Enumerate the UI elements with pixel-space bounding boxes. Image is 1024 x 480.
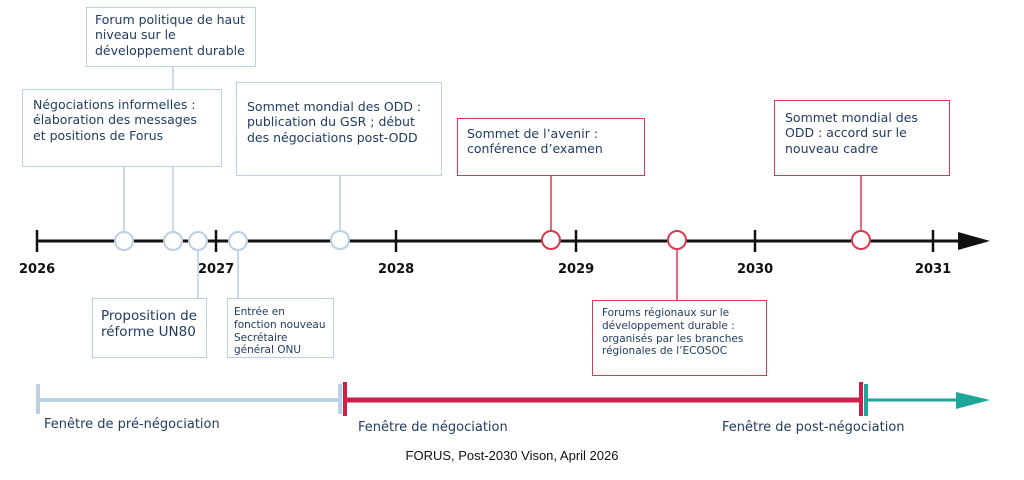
year-label-2031: 2031	[915, 262, 952, 277]
event-forums-regionaux-text: Forums régionaux sur le développement du…	[602, 307, 744, 358]
event-forum-politique-text: Forum politique de haut niveau sur le dé…	[95, 12, 246, 58]
marker-negociations-informelles	[114, 231, 134, 251]
event-markers	[114, 230, 871, 251]
year-label-2028: 2028	[378, 262, 415, 277]
connector-lines-red	[550, 176, 862, 300]
source-caption: FORUS, Post-2030 Vison, April 2026	[405, 448, 619, 463]
event-entree-fonction: Entrée en fonction nouveau Secrétaire gé…	[227, 298, 334, 358]
marker-secretaire-general	[228, 231, 248, 251]
marker-forum-politique	[163, 231, 183, 251]
event-sommet-odd-gsr-text: Sommet mondial des ODD : publication du …	[247, 99, 422, 145]
marker-un80	[188, 231, 208, 251]
marker-sommet-accord	[851, 230, 871, 250]
year-label-2029: 2029	[558, 262, 595, 277]
event-proposition-un80: Proposition de réforme UN80	[92, 298, 207, 358]
event-forum-politique: Forum politique de haut niveau sur le dé…	[86, 7, 256, 67]
marker-sommet-avenir	[541, 230, 561, 250]
phase-arrowhead-post	[956, 392, 990, 409]
event-entree-fonction-text: Entrée en fonction nouveau Secrétaire gé…	[234, 306, 326, 357]
year-label-2026: 2026	[19, 262, 56, 277]
event-sommet-odd-accord-text: Sommet mondial des ODD : accord sur le n…	[785, 110, 918, 156]
phase-label-pre-negociation: Fenêtre de pré-négociation	[44, 417, 220, 432]
event-sommet-avenir: Sommet de l’avenir : conférence d’examen	[457, 118, 645, 176]
phase-label-post-negociation: Fenêtre de post-négociation	[722, 420, 905, 435]
year-label-2030: 2030	[737, 262, 774, 277]
year-label-2027: 2027	[198, 262, 235, 277]
event-negociations-informelles-text: Négociations informelles : élaboration d…	[33, 97, 197, 143]
event-sommet-odd-accord: Sommet mondial des ODD : accord sur le n…	[774, 100, 950, 176]
timeline-arrowhead	[958, 232, 990, 250]
marker-forums-regionaux	[667, 230, 687, 250]
event-negociations-informelles: Négociations informelles : élaboration d…	[22, 89, 222, 167]
event-sommet-avenir-text: Sommet de l’avenir : conférence d’examen	[467, 126, 603, 157]
phase-label-negociation: Fenêtre de négociation	[358, 420, 508, 435]
year-ticks	[35, 230, 935, 252]
event-sommet-odd-gsr: Sommet mondial des ODD : publication du …	[236, 82, 442, 176]
marker-sommet-gsr	[330, 230, 350, 250]
event-forums-regionaux: Forums régionaux sur le développement du…	[592, 300, 767, 376]
event-proposition-un80-text: Proposition de réforme UN80	[101, 308, 198, 341]
